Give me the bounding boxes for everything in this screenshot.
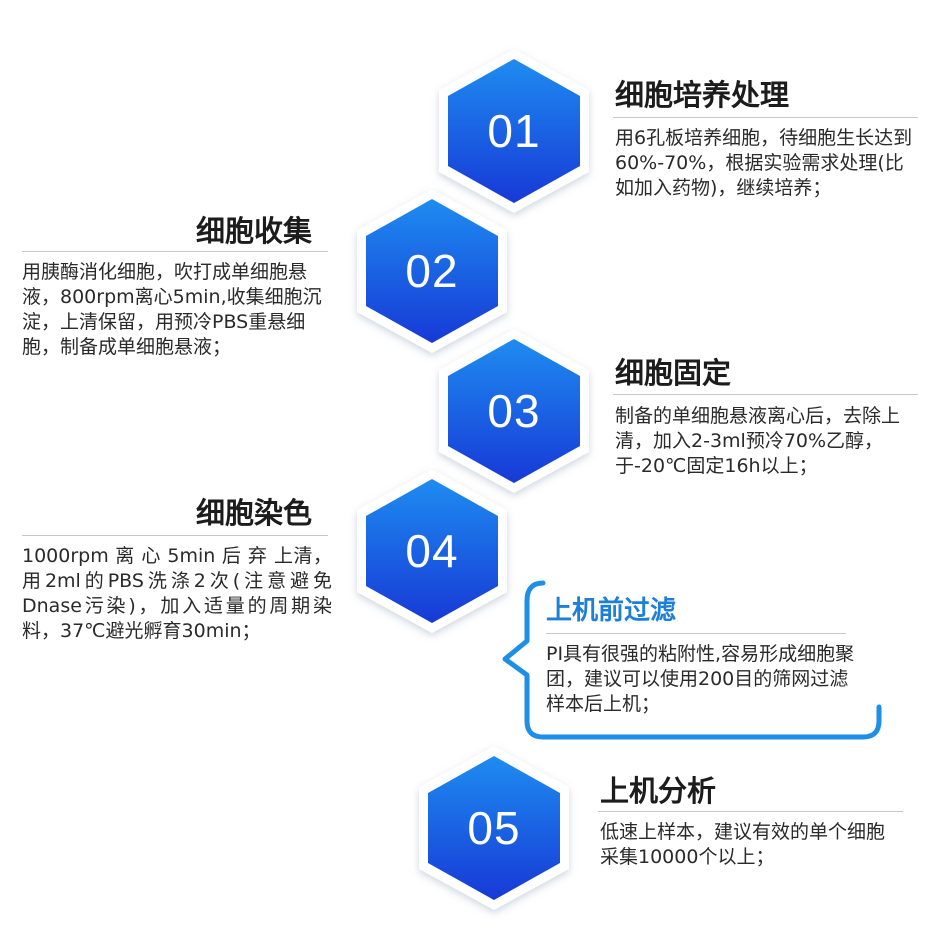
step-3-title: 细胞固定 bbox=[615, 356, 732, 390]
step-5-hexagon: 05 bbox=[414, 743, 574, 913]
step-3-divider bbox=[613, 394, 918, 395]
callout-description: PI具有很强的粘附性,容易形成细胞聚团，建议可以使用200目的筛网过滤样本后上机… bbox=[546, 643, 855, 715]
step-3-number: 03 bbox=[487, 385, 541, 437]
step-1-hexagon: 01 bbox=[434, 46, 594, 216]
step-4-description: 1000rpm 离 心 5min 后 弃 上清，用2ml的PBS洗涤2次(注意避… bbox=[22, 545, 332, 642]
step-5-divider bbox=[598, 811, 903, 812]
step-1-title: 细胞培养处理 bbox=[615, 78, 790, 112]
step-1-number: 01 bbox=[487, 105, 541, 157]
step-5-number: 05 bbox=[467, 802, 521, 854]
step-2-title: 细胞收集 bbox=[196, 214, 313, 248]
step-2-divider bbox=[22, 251, 328, 252]
step-5-title: 上机分析 bbox=[600, 774, 717, 808]
step-4-hexagon: 04 bbox=[352, 466, 512, 636]
step-4-title: 细胞染色 bbox=[196, 496, 313, 530]
step-2-number: 02 bbox=[405, 245, 459, 297]
step-2-description: 用胰酶消化细胞，吹打成单细胞悬液，800rpm离心5min,收集细胞沉淀，上清保… bbox=[22, 261, 322, 358]
step-1-description: 用6孔板培养细胞，待细胞生长达到60%-70%，根据实验需求处理(比如加入药物)… bbox=[615, 127, 913, 199]
step-2-hexagon: 02 bbox=[352, 186, 512, 356]
step-1-divider bbox=[613, 117, 918, 118]
step-3-hexagon: 03 bbox=[434, 326, 594, 496]
callout-divider bbox=[546, 633, 846, 634]
step-4-divider bbox=[22, 535, 328, 536]
step-3-description: 制备的单细胞悬液离心后，去除上清，加入2-3ml预冷70%乙醇，于-20℃固定1… bbox=[615, 405, 901, 477]
step-4-number: 04 bbox=[405, 525, 459, 577]
step-5-description: 低速上样本，建议有效的单个细胞采集10000个以上； bbox=[600, 821, 886, 868]
callout-bubble-border bbox=[502, 580, 882, 740]
callout-title: 上机前过滤 bbox=[546, 596, 677, 626]
